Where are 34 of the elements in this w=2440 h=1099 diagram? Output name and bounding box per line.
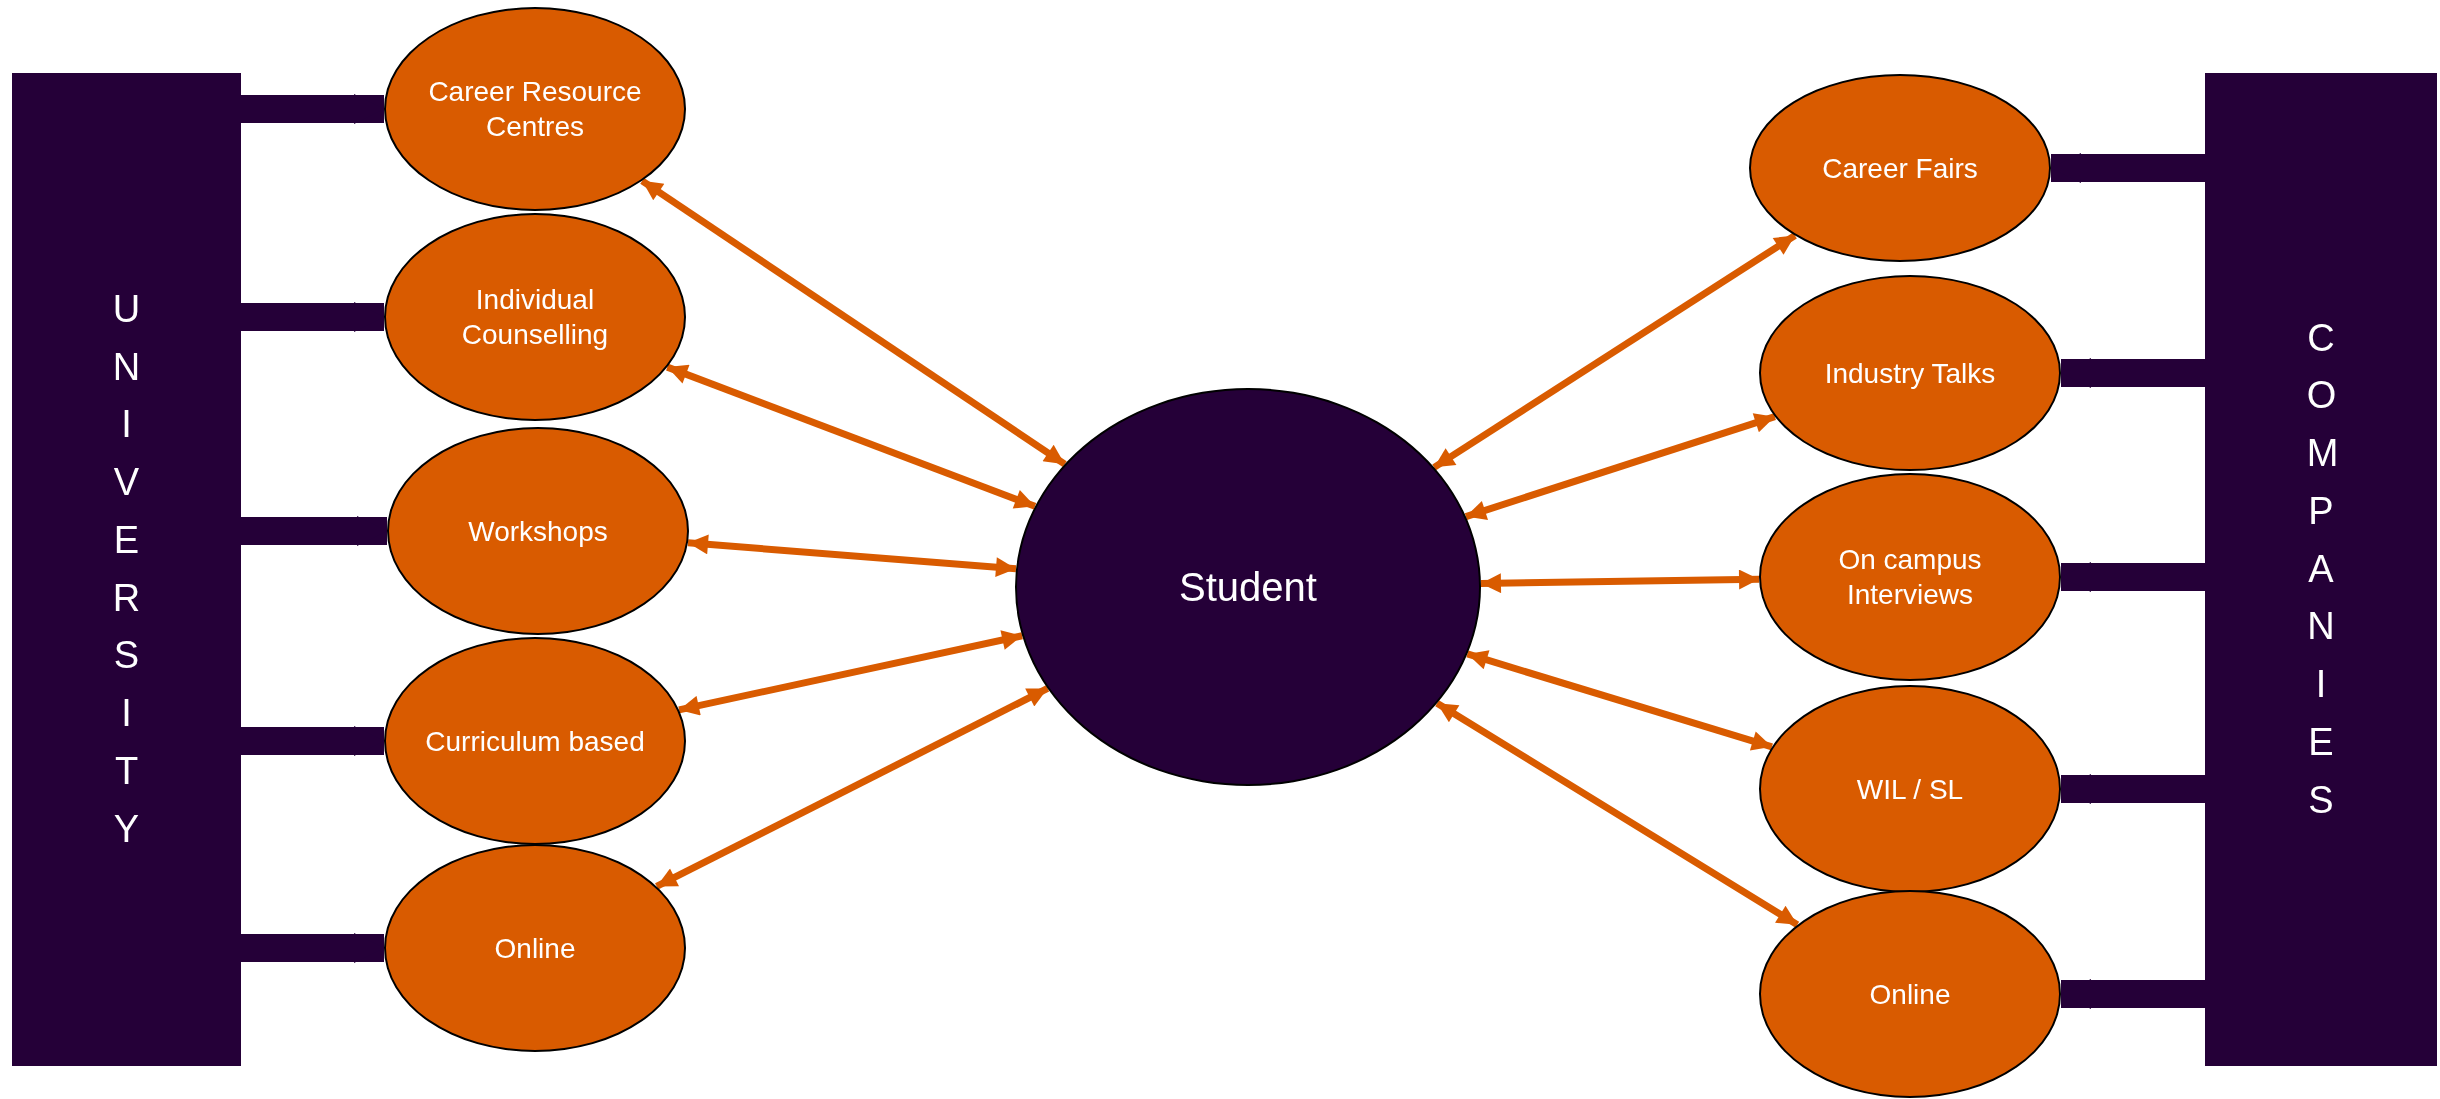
- side-bar: [12, 73, 241, 1066]
- block-arrow: [241, 302, 384, 332]
- block-arrow: [2061, 774, 2205, 804]
- double-arrow: [687, 534, 1017, 578]
- node-label: Online: [494, 931, 576, 966]
- block-arrow: [2061, 358, 2205, 388]
- node-label: WIL / SL: [1856, 772, 1964, 807]
- double-arrow: [1435, 700, 1800, 928]
- vertical-label: COMPANIES: [2306, 315, 2336, 823]
- double-arrow: [1480, 569, 1760, 594]
- block-arrow: [241, 516, 387, 546]
- node-label: Career Resource Centres: [427, 75, 643, 144]
- node-label: Curriculum based: [425, 724, 645, 759]
- node-label: On campus Interviews: [1837, 543, 1983, 612]
- block-arrow: [2051, 153, 2205, 183]
- vertical-label: UNIVERSITY: [112, 286, 141, 852]
- double-arrow: [640, 177, 1067, 468]
- block-arrow: [2061, 979, 2205, 1009]
- node-label: Workshops: [468, 514, 608, 549]
- node-label: Student: [1179, 564, 1317, 611]
- double-arrow: [678, 630, 1023, 716]
- node-label: Career Fairs: [1822, 151, 1978, 186]
- block-arrow: [2061, 562, 2205, 592]
- block-arrow: [241, 94, 384, 124]
- double-arrow: [1464, 413, 1776, 520]
- block-arrow: [241, 726, 384, 756]
- node-label: Individual Counselling: [460, 283, 610, 352]
- block-arrow: [241, 933, 384, 963]
- double-arrow: [655, 685, 1050, 890]
- double-arrow: [1466, 650, 1773, 751]
- double-arrow: [1432, 232, 1797, 471]
- node-label: Online: [1869, 977, 1951, 1012]
- node-label: Industry Talks: [1824, 356, 1996, 391]
- side-bar: [2205, 73, 2437, 1066]
